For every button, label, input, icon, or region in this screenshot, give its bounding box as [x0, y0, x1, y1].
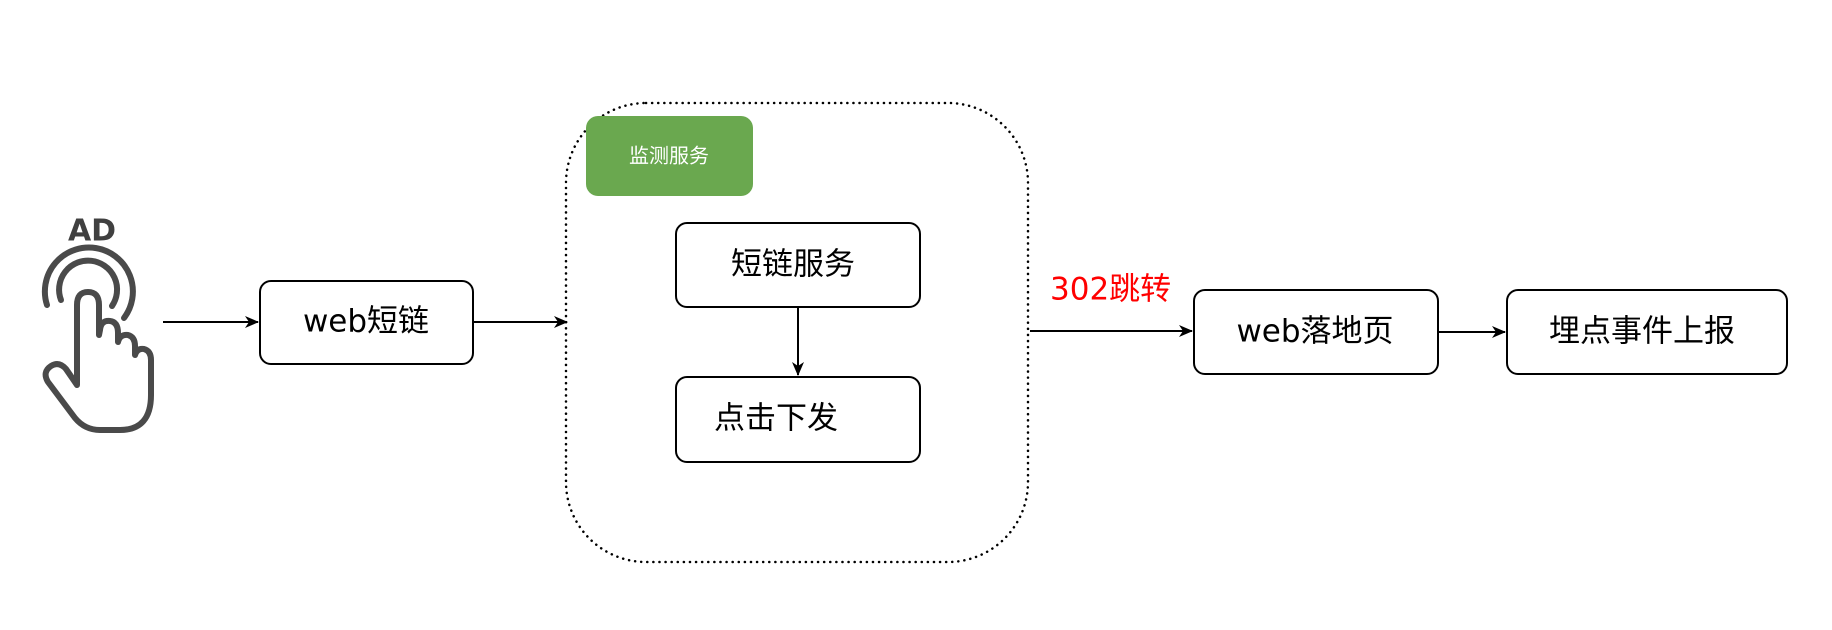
ad-label: AD [68, 214, 116, 249]
ad-icon: AD [41, 214, 154, 433]
node-event-report-label: 埋点事件上报 [1549, 314, 1735, 350]
node-short-link-service: 短链服务 [675, 222, 921, 308]
redirect-label: 302跳转 [1050, 272, 1171, 308]
node-short-link-service-label: 短链服务 [731, 247, 855, 283]
node-event-report: 埋点事件上报 [1506, 289, 1788, 375]
node-web-landing-page: web落地页 [1193, 289, 1439, 375]
monitor-service-badge [586, 116, 753, 196]
monitor-service-label: 监测服务 [629, 144, 709, 168]
node-click-dispatch-label: 点击下发 [714, 401, 838, 437]
tap-hand-icon [41, 244, 154, 433]
node-click-dispatch: 点击下发 [675, 376, 921, 463]
monitor-service-group: 监测服务 [564, 101, 1030, 564]
node-web-short-link-label: web短链 [303, 304, 429, 340]
node-web-short-link: web短链 [259, 280, 474, 365]
node-web-landing-page-label: web落地页 [1236, 314, 1393, 350]
